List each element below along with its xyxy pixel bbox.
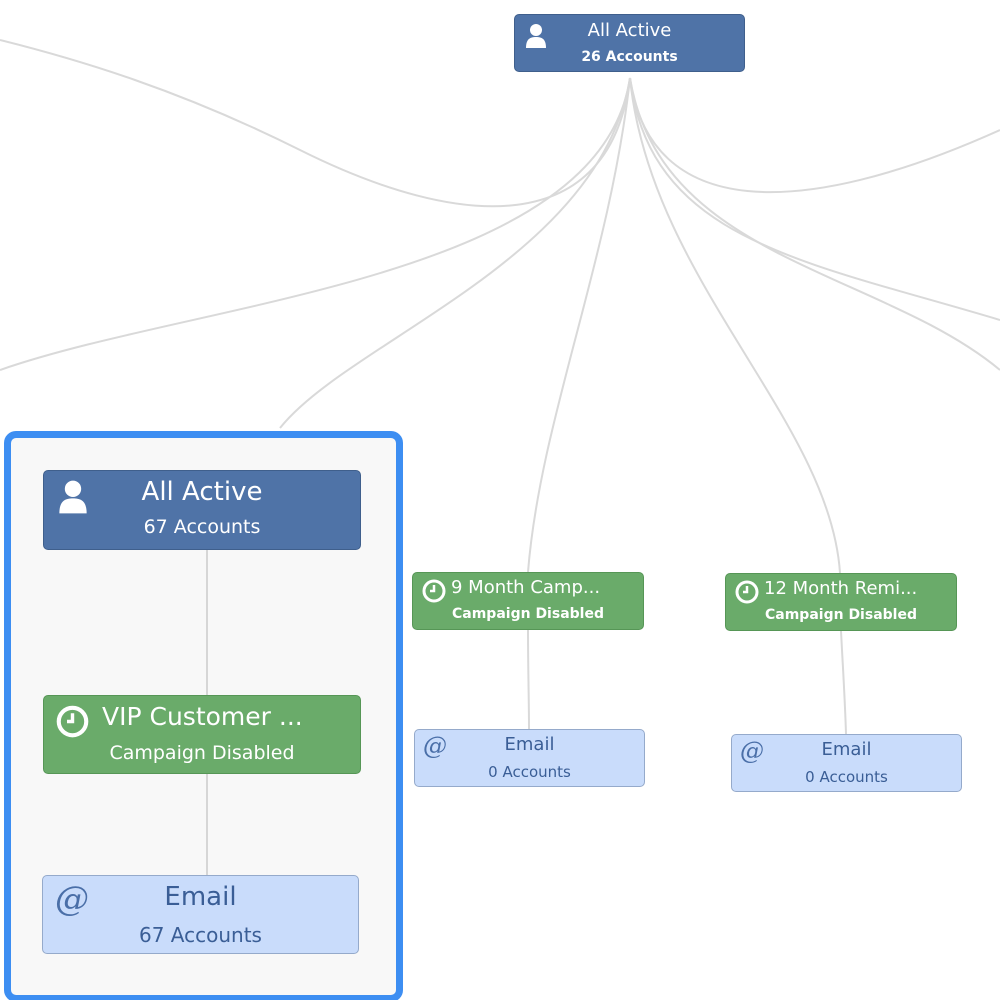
node-subtitle: 0 Accounts	[805, 768, 888, 786]
campaign-node-9-month[interactable]: 9 Month Camp... Campaign Disabled	[412, 572, 644, 630]
node-subtitle: 26 Accounts	[581, 49, 678, 65]
email-node-vip-customer[interactable]: @ Email 67 Accounts	[42, 875, 359, 954]
node-title: 12 Month Remi...	[764, 578, 918, 599]
campaign-node-12-month[interactable]: 12 Month Remi... Campaign Disabled	[725, 573, 957, 631]
segment-node-all-active-left[interactable]: All Active 67 Accounts	[43, 470, 361, 550]
at-icon: @	[740, 737, 764, 765]
connector-12-month-to-email	[840, 630, 847, 735]
node-title: 9 Month Camp...	[451, 577, 601, 598]
node-title: All Active	[141, 477, 263, 507]
connector-top-to-left-offscreen	[0, 39, 631, 208]
node-title: Email	[504, 734, 555, 755]
connector-top-to-right-offscreen	[629, 77, 1000, 194]
branch-connector-lines	[206, 550, 208, 875]
node-subtitle: 67 Accounts	[143, 516, 261, 538]
node-title: All Active	[587, 20, 672, 41]
connector-top-to-12-month	[629, 77, 841, 574]
clock-icon	[422, 579, 446, 603]
segment-node-all-active-top[interactable]: All Active 26 Accounts	[514, 14, 745, 72]
node-title: Email	[164, 882, 237, 912]
connector-top-to-right-lower-offscreen	[629, 77, 1000, 371]
campaign-node-vip-customer[interactable]: VIP Customer ... Campaign Disabled	[43, 695, 361, 774]
user-icon	[59, 480, 87, 514]
clock-icon	[56, 705, 89, 738]
node-subtitle: Campaign Disabled	[765, 607, 917, 623]
connector-top-to-left-lower-offscreen	[0, 77, 631, 371]
node-subtitle: Campaign Disabled	[452, 606, 604, 622]
node-subtitle: Campaign Disabled	[109, 742, 295, 764]
connector-9-month-to-email	[527, 629, 530, 730]
connector-top-to-left-segment	[279, 77, 631, 429]
node-subtitle: 67 Accounts	[139, 923, 262, 947]
email-node-12-month[interactable]: @ Email 0 Accounts	[731, 734, 962, 792]
at-icon: @	[423, 732, 447, 760]
node-title: Email	[821, 739, 872, 760]
connector-top-to-9-month	[527, 77, 631, 573]
connector-top-to-right-mid-offscreen	[629, 77, 1000, 321]
node-title: VIP Customer ...	[102, 702, 303, 731]
email-node-9-month[interactable]: @ Email 0 Accounts	[414, 729, 645, 787]
clock-icon	[735, 580, 759, 604]
at-icon: @	[55, 879, 89, 919]
user-icon	[526, 24, 546, 48]
node-subtitle: 0 Accounts	[488, 763, 571, 781]
